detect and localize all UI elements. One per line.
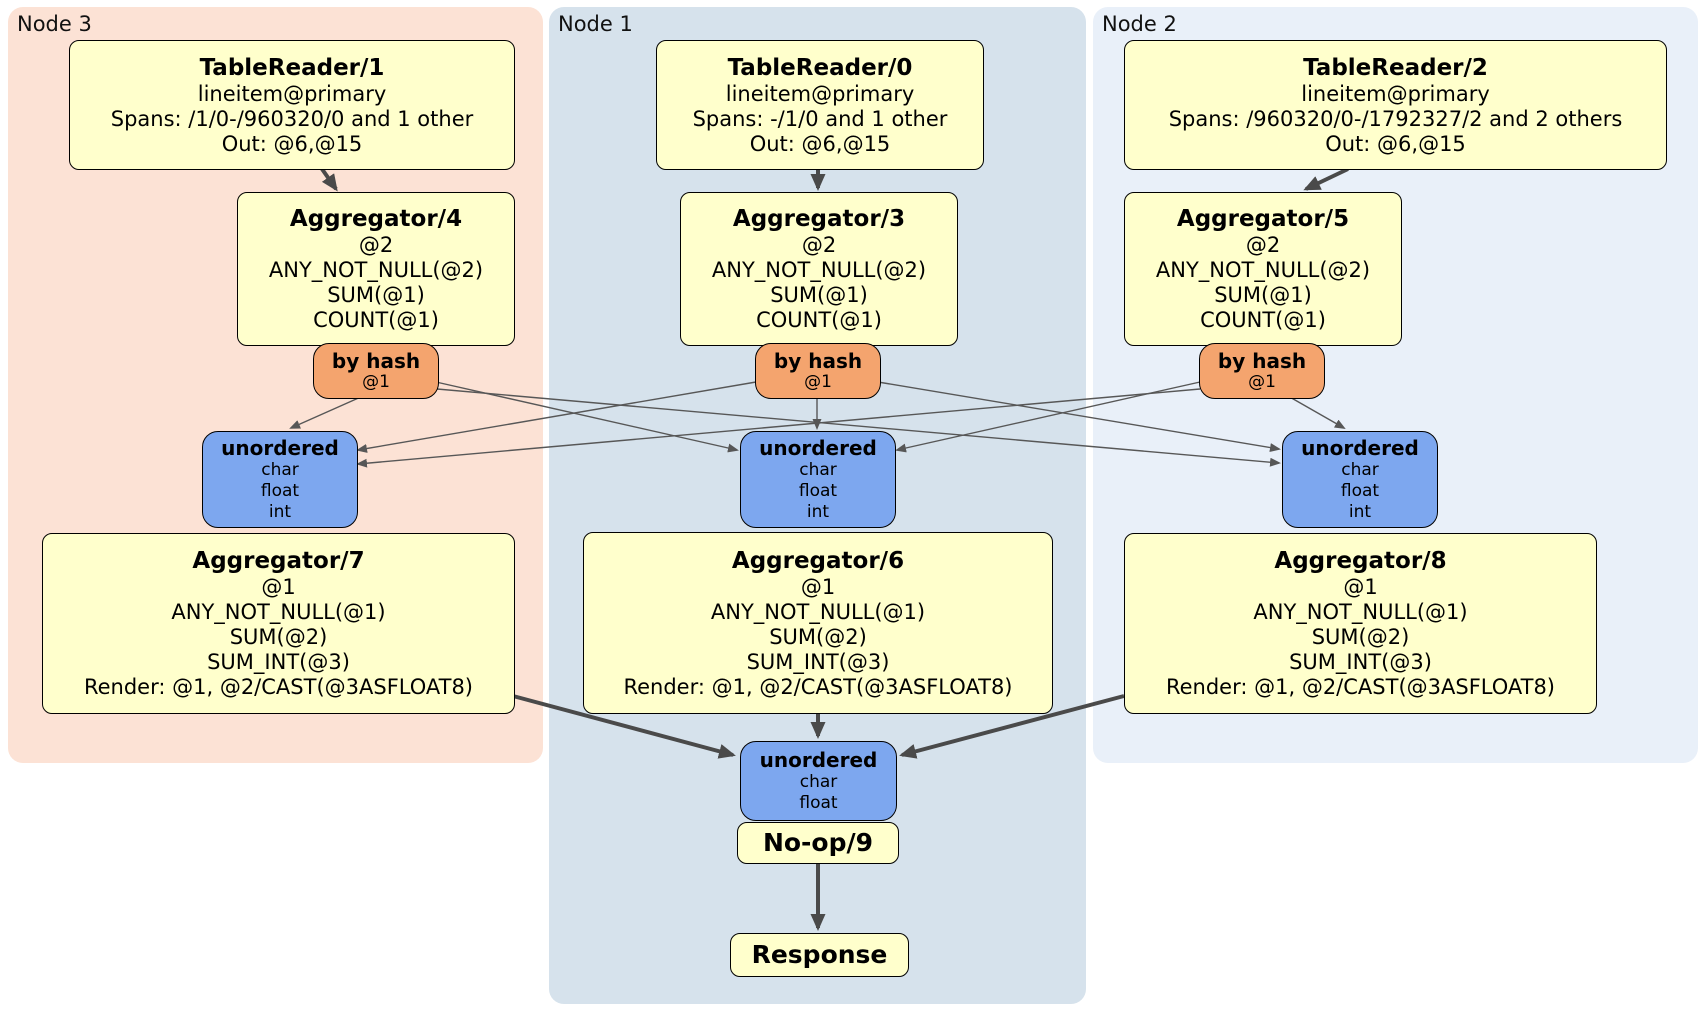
processor-detail: Spans: /1/0-/960320/0 and 1 other <box>110 106 474 131</box>
processor-detail: SUM(@1) <box>327 283 425 307</box>
processor-detail: ANY_NOT_NULL(@2) <box>268 258 484 282</box>
processor-detail: @2 <box>1245 233 1281 257</box>
processor-detail: Render: @1, @2/CAST(@3ASFLOAT8) <box>623 674 1013 699</box>
router-detail: @1 <box>1248 372 1276 392</box>
sync-column-type: int <box>268 502 292 522</box>
processor-title: TableReader/2 <box>1303 54 1488 81</box>
processor-title: Aggregator/8 <box>1274 548 1447 574</box>
processor-detail: Render: @1, @2/CAST(@3ASFLOAT8) <box>83 675 474 699</box>
sync-column-type: float <box>1340 481 1380 501</box>
processor-detail: SUM(@1) <box>770 283 868 307</box>
processor-title: TableReader/1 <box>199 54 385 81</box>
processor-detail: lineitem@primary <box>725 81 915 106</box>
router-detail: @1 <box>362 372 390 392</box>
processor-title: Aggregator/5 <box>1176 206 1350 232</box>
processor-detail: Spans: /960320/0-/1792327/2 and 2 others <box>1168 106 1623 131</box>
processor-aggregator-6: Aggregator/6 @1 ANY_NOT_NULL(@1) SUM(@2)… <box>583 532 1053 714</box>
processor-detail: SUM_INT(@3) <box>746 649 890 674</box>
router-title: by hash <box>331 349 421 373</box>
sync-column-type: char <box>1341 460 1379 480</box>
sync-unordered-node2: unordered char float int <box>1282 431 1438 528</box>
processor-detail: @1 <box>800 574 836 599</box>
sync-unordered-final: unordered char float <box>740 741 897 821</box>
sync-title: unordered <box>1301 436 1419 460</box>
processor-detail: ANY_NOT_NULL(@1) <box>710 599 926 624</box>
processor-title: Aggregator/4 <box>289 206 463 232</box>
processor-aggregator-3: Aggregator/3 @2 ANY_NOT_NULL(@2) SUM(@1)… <box>680 192 958 346</box>
router-by-hash-node1: by hash @1 <box>755 343 881 399</box>
sync-column-type: char <box>261 460 299 480</box>
router-detail: @1 <box>804 372 832 392</box>
processor-detail: SUM(@1) <box>1214 283 1312 307</box>
processor-tablereader-2: TableReader/2 lineitem@primary Spans: /9… <box>1124 40 1667 170</box>
processor-detail: SUM_INT(@3) <box>1289 650 1432 674</box>
processor-detail: Out: @6,@15 <box>749 131 891 156</box>
processor-detail: Render: @1, @2/CAST(@3ASFLOAT8) <box>1165 675 1556 699</box>
processor-tablereader-1: TableReader/1 lineitem@primary Spans: /1… <box>69 40 515 170</box>
processor-detail: ANY_NOT_NULL(@1) <box>1253 600 1468 624</box>
processor-detail: Out: @6,@15 <box>1325 131 1466 156</box>
processor-detail: ANY_NOT_NULL(@2) <box>1155 258 1371 282</box>
sync-column-type: float <box>799 793 838 813</box>
processor-detail: lineitem@primary <box>1301 81 1490 106</box>
processor-aggregator-4: Aggregator/4 @2 ANY_NOT_NULL(@2) SUM(@1)… <box>237 192 515 346</box>
processor-aggregator-7: Aggregator/7 @1 ANY_NOT_NULL(@1) SUM(@2)… <box>42 533 515 714</box>
processor-detail: SUM(@2) <box>1311 625 1410 649</box>
processor-title: Aggregator/7 <box>192 548 365 574</box>
processor-noop-9: No-op/9 <box>737 822 899 864</box>
processor-title: TableReader/0 <box>727 54 913 81</box>
processor-detail: COUNT(@1) <box>1200 308 1326 332</box>
processor-detail: @2 <box>358 233 394 257</box>
processor-detail: SUM(@2) <box>769 624 867 649</box>
processor-title: Response <box>751 940 888 969</box>
processor-detail: @1 <box>261 575 296 599</box>
processor-title: No-op/9 <box>762 828 874 857</box>
sync-title: unordered <box>759 748 878 772</box>
processor-detail: ANY_NOT_NULL(@2) <box>711 258 927 282</box>
processor-detail: SUM_INT(@3) <box>207 650 350 674</box>
panel-node2-label: Node 2 <box>1102 12 1177 36</box>
processor-detail: COUNT(@1) <box>756 308 882 332</box>
sync-unordered-node3: unordered char float int <box>202 431 358 528</box>
processor-detail: Out: @6,@15 <box>221 131 363 156</box>
processor-aggregator-8: Aggregator/8 @1 ANY_NOT_NULL(@1) SUM(@2)… <box>1124 533 1597 714</box>
sync-column-type: int <box>806 502 830 522</box>
router-title: by hash <box>1217 349 1307 373</box>
processor-detail: ANY_NOT_NULL(@1) <box>171 600 386 624</box>
sync-column-type: float <box>260 481 300 501</box>
processor-aggregator-5: Aggregator/5 @2 ANY_NOT_NULL(@2) SUM(@1)… <box>1124 192 1402 346</box>
sync-title: unordered <box>759 436 877 460</box>
sync-title: unordered <box>221 436 339 460</box>
panel-node1-label: Node 1 <box>558 12 633 36</box>
processor-detail: lineitem@primary <box>197 81 387 106</box>
processor-detail: @1 <box>1343 575 1378 599</box>
sync-column-type: int <box>1348 502 1372 522</box>
router-by-hash-node3: by hash @1 <box>313 343 439 399</box>
processor-detail: Spans: -/1/0 and 1 other <box>692 106 948 131</box>
processor-detail: SUM(@2) <box>229 625 328 649</box>
router-by-hash-node2: by hash @1 <box>1199 343 1325 399</box>
processor-detail: @2 <box>801 233 837 257</box>
sync-column-type: char <box>799 772 838 792</box>
processor-title: Aggregator/3 <box>732 206 906 232</box>
sync-unordered-node1: unordered char float int <box>740 431 896 528</box>
router-title: by hash <box>773 349 863 373</box>
sync-column-type: char <box>799 460 837 480</box>
panel-node3-label: Node 3 <box>17 12 92 36</box>
processor-title: Aggregator/6 <box>731 547 905 574</box>
processor-detail: COUNT(@1) <box>313 308 439 332</box>
processor-tablereader-0: TableReader/0 lineitem@primary Spans: -/… <box>656 40 984 170</box>
processor-response: Response <box>730 933 909 977</box>
sync-column-type: float <box>798 481 838 501</box>
